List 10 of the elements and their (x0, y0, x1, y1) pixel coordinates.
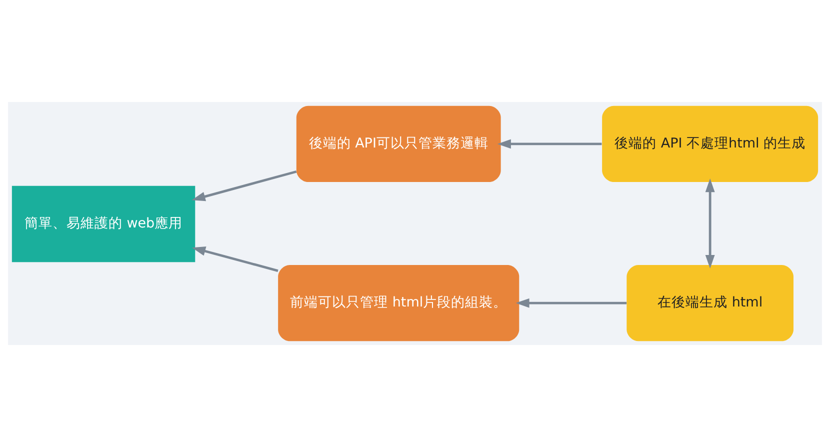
arrow (497, 138, 602, 148)
node-box: 簡單、易維護的 web應用 (12, 185, 196, 262)
node-box: 後端的 API可以只管業務邏輯 (296, 105, 501, 182)
node-box: 後端的 API 不處理html 的生成 (602, 105, 818, 182)
arrow (192, 246, 278, 272)
arrow (705, 178, 715, 268)
arrow (192, 170, 297, 201)
node-box: 前端可以只管理 html片段的組裝。 (278, 264, 520, 341)
arrow (516, 298, 627, 308)
node-box: 在後端生成 html (626, 264, 794, 341)
